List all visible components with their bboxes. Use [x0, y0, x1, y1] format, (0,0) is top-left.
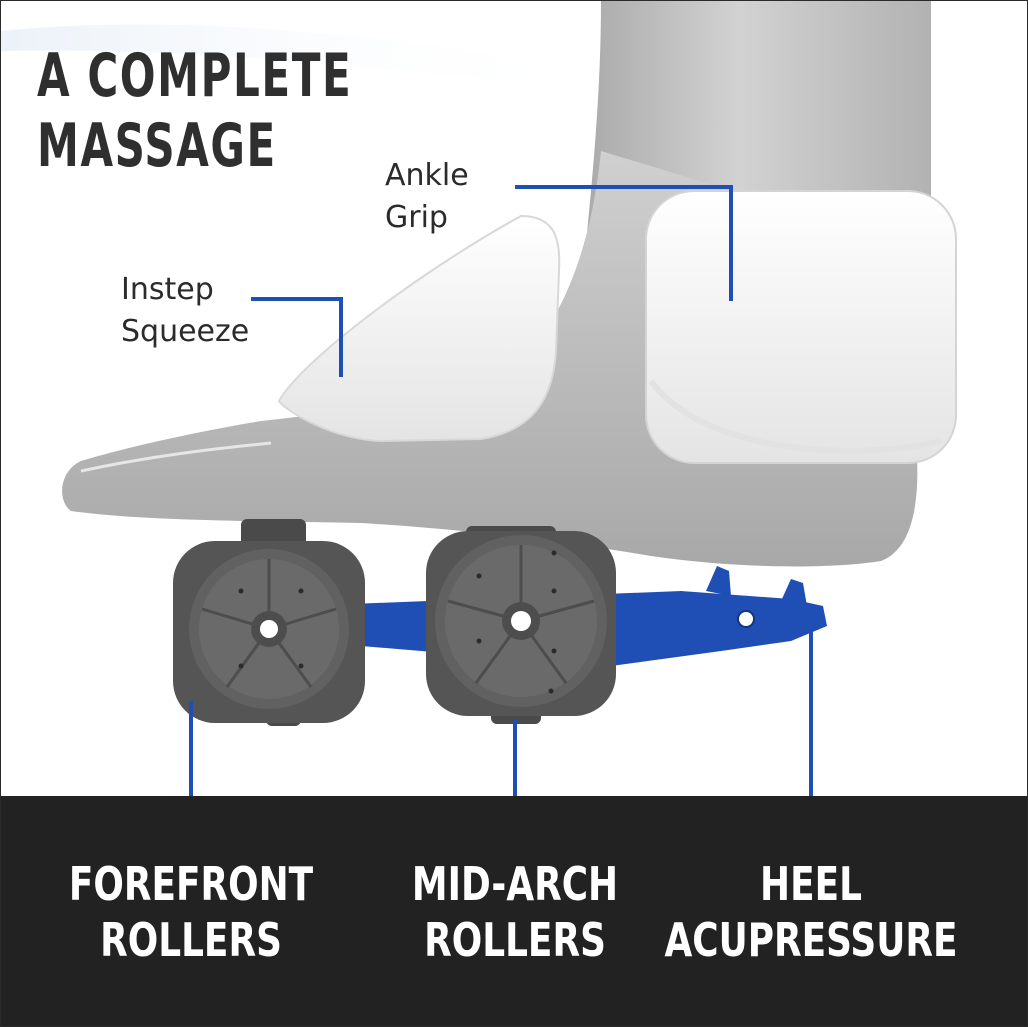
toe-crease	[80, 441, 272, 473]
frame-hole	[737, 610, 755, 628]
forefront-line-2: ROLLERS	[100, 913, 282, 967]
instep-squeeze-line-1: Instep	[121, 272, 214, 307]
instep-squeeze-callout: Instep Squeeze	[121, 269, 249, 353]
mid-arch-rollers-label: MID-ARCH ROLLERS	[412, 856, 618, 968]
ankle-pad	[645, 190, 957, 464]
label-bar	[1, 796, 1027, 1026]
heel-acupressure-label: HEEL ACUPRESSURE	[664, 856, 957, 968]
ankle-grip-line-1: Ankle	[385, 158, 469, 193]
instep-squeeze-line-2: Squeeze	[121, 314, 250, 349]
midarch-line-1: MID-ARCH	[411, 857, 619, 911]
heel-line-2: ACUPRESSURE	[664, 913, 958, 967]
ankle-callout-line	[515, 185, 733, 301]
instep-pad	[277, 214, 561, 443]
instep-callout-line	[251, 297, 343, 377]
title-line-2: MASSAGE	[37, 111, 277, 181]
ankle-pad-shading	[648, 379, 942, 454]
ankle-grip-line-2: Grip	[385, 200, 448, 235]
forefront-rollers-label: FOREFRONT ROLLERS	[69, 856, 313, 968]
ankle-grip-callout: Ankle Grip	[385, 155, 469, 239]
forefront-line-1: FOREFRONT	[68, 857, 314, 911]
midarch-line-2: ROLLERS	[424, 913, 606, 967]
heel-line-1: HEEL	[760, 857, 862, 911]
title-line-1: A COMPLETE	[37, 41, 353, 111]
heel-nub-2	[781, 579, 807, 606]
mid-arch-roller	[426, 526, 616, 724]
heel-nub-1	[706, 566, 731, 596]
background-swoosh	[1, 24, 601, 91]
forefront-roller	[173, 519, 365, 726]
page-title: A COMPLETE MASSAGE	[37, 41, 352, 181]
